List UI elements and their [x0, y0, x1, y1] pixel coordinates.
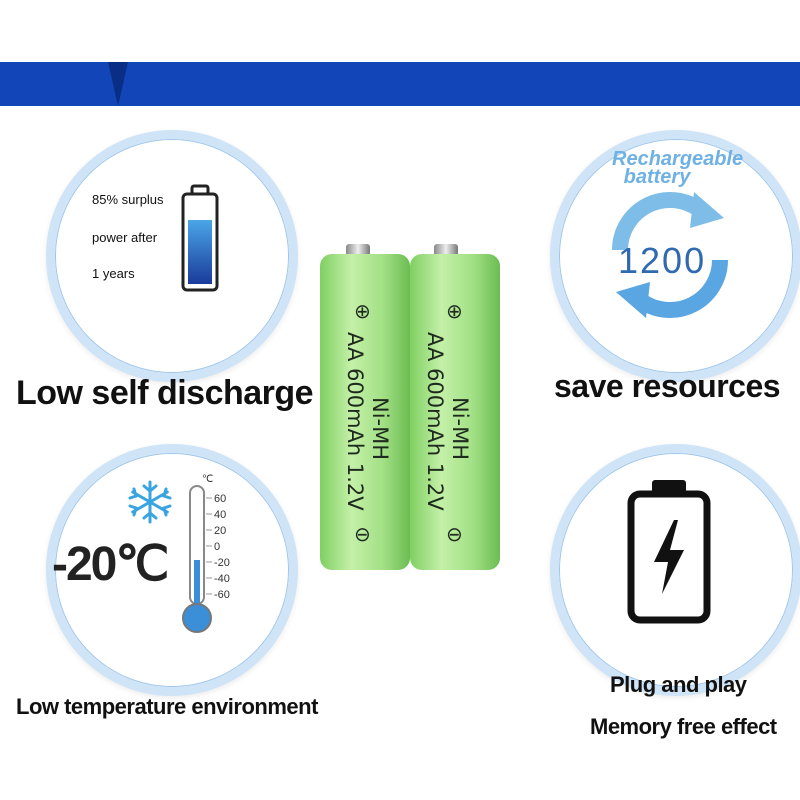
- save-resources-caption: save resources: [554, 368, 781, 404]
- thermometer-icon: ℃ 60 40 20 0 -20 -40 -60: [182, 474, 230, 633]
- top-banner: [0, 62, 800, 106]
- battery-1-negative: ⊖: [354, 522, 371, 546]
- battery-charge-icon: [627, 480, 711, 624]
- low-self-discharge-caption: Low self discharge: [16, 374, 314, 412]
- thermometer-tick: 40: [214, 509, 226, 521]
- battery-1-positive: ⊕: [354, 299, 371, 323]
- plug-and-play-caption: Plug and play: [610, 672, 747, 697]
- surplus-line-2: power after: [92, 230, 158, 245]
- memory-free-caption: Memory free effect: [590, 714, 777, 739]
- battery-1-chemistry: Ni-MH: [368, 397, 392, 461]
- recycle-arrows-icon: [612, 192, 728, 318]
- low-temperature-caption: Low temperature environment: [16, 694, 318, 719]
- low-self-discharge-circle: [46, 130, 298, 382]
- surplus-line-3: 1 years: [92, 266, 135, 281]
- thermometer-tick: -60: [214, 589, 230, 601]
- low-temperature-circle: [46, 444, 298, 696]
- battery-2-positive: ⊕: [446, 299, 463, 323]
- battery-2-negative: ⊖: [446, 522, 463, 546]
- thermometer-tick: 0: [214, 541, 220, 553]
- battery-2-body: [410, 254, 500, 570]
- thermometer-tick: -20: [214, 557, 230, 569]
- cycle-count: 1200: [618, 240, 707, 281]
- thermometer-tick: -40: [214, 573, 230, 585]
- save-resources-circle: [550, 130, 800, 382]
- thermometer-unit: ℃: [202, 474, 213, 485]
- thermometer-tick: 20: [214, 525, 226, 537]
- battery-level-icon: [181, 184, 219, 292]
- temperature-value: -20℃: [52, 538, 169, 591]
- banner-notch: [108, 62, 128, 106]
- batteries-image: ⊕ ⊖ ⊕ ⊖: [320, 244, 500, 570]
- thermometer-tick: 60: [214, 493, 226, 505]
- battery-2-chemistry: Ni-MH: [448, 397, 472, 461]
- battery-1-spec: AA 600mAh 1.2V: [343, 332, 367, 511]
- battery-2-spec: AA 600mAh 1.2V: [423, 332, 447, 511]
- rechargeable-badge: Rechargeable battery: [612, 148, 744, 188]
- battery-1-body: [320, 254, 410, 570]
- surplus-line-1: 85% surplus: [92, 192, 164, 207]
- snowflake-icon: [128, 480, 172, 524]
